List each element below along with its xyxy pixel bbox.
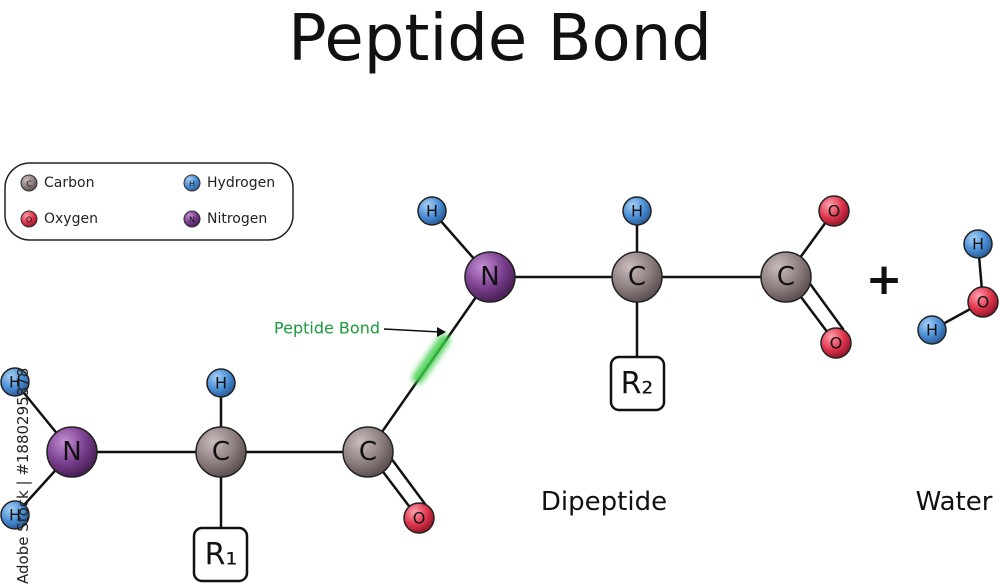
water-hydrogen-top bbox=[963, 229, 993, 259]
carbon-icon bbox=[20, 174, 38, 192]
carbon-atom-3 bbox=[611, 251, 663, 303]
stock-watermark: Adobe Stock | #1880295378 bbox=[14, 368, 32, 584]
legend: C Carbon H Hydrogen O Oxygen N Nitrogen bbox=[4, 162, 294, 241]
legend-item-oxygen: O Oxygen bbox=[20, 210, 98, 228]
legend-box bbox=[4, 162, 294, 241]
hydrogen-atom-n2 bbox=[417, 196, 447, 226]
hydrogen-atom-c3-label: H bbox=[631, 202, 643, 221]
legend-carbon-symbol: C bbox=[26, 180, 32, 189]
atoms: H H N H C C O H N H C C O O H O bbox=[0, 195, 999, 534]
water-hydrogen-bottom bbox=[917, 315, 947, 345]
hydrogen-atom-c1 bbox=[206, 368, 236, 398]
hydrogen-atom-c1-label: H bbox=[215, 374, 227, 393]
water-oxygen-label: O bbox=[977, 293, 990, 312]
oxygen-atom-bottom bbox=[820, 327, 852, 359]
r1-group: R₁ bbox=[192, 526, 249, 583]
oxygen-atom-bottom-label: O bbox=[830, 334, 843, 353]
oxygen-atom-top bbox=[818, 195, 850, 227]
r1-box bbox=[192, 526, 249, 583]
nitrogen-atom-1 bbox=[46, 426, 98, 478]
carbon-atom-4-label: C bbox=[777, 262, 795, 292]
water-hydrogen-bottom-label: H bbox=[926, 321, 938, 340]
oxygen-atom-1-label: O bbox=[413, 509, 426, 528]
water-hydrogen-top-label: H bbox=[972, 235, 984, 254]
oxygen-atom-1 bbox=[403, 502, 435, 534]
peptide-bond-arrow-line bbox=[383, 328, 441, 333]
peptide-bond-arrow-head bbox=[437, 327, 446, 337]
nitrogen-atom-1-label: N bbox=[62, 437, 81, 467]
water-oxygen bbox=[967, 286, 999, 318]
dipeptide-caption: Dipeptide bbox=[541, 487, 667, 517]
hydrogen-icon bbox=[183, 174, 201, 192]
r2-group: R₂ bbox=[609, 355, 666, 412]
legend-nitrogen-label: Nitrogen bbox=[207, 211, 267, 227]
nitrogen-icon bbox=[183, 210, 201, 228]
nitrogen-atom-2-label: N bbox=[480, 262, 499, 292]
plus-sign: + bbox=[866, 254, 903, 305]
hydrogen-atom-n1-top-label: H bbox=[9, 373, 21, 392]
legend-item-hydrogen: H Hydrogen bbox=[183, 174, 275, 192]
legend-item-nitrogen: N Nitrogen bbox=[183, 210, 267, 228]
water-caption: Water bbox=[916, 487, 993, 517]
r2-label: R₂ bbox=[621, 367, 654, 402]
legend-nitrogen-symbol: N bbox=[189, 216, 195, 225]
hydrogen-atom-n2-label: H bbox=[426, 202, 438, 221]
oxygen-icon bbox=[20, 210, 38, 228]
carbon-atom-4 bbox=[760, 251, 812, 303]
r1-label: R₁ bbox=[205, 538, 238, 573]
legend-hydrogen-symbol: H bbox=[189, 180, 195, 189]
peptide-bond-highlight bbox=[412, 334, 450, 384]
page-title: Peptide Bond bbox=[288, 2, 712, 76]
peptide-bond-annotation: Peptide Bond bbox=[274, 319, 446, 338]
hydrogen-atom-n1-top bbox=[0, 367, 30, 397]
legend-oxygen-symbol: O bbox=[26, 216, 32, 225]
legend-carbon-label: Carbon bbox=[44, 175, 94, 191]
hydrogen-atom-n1-bottom bbox=[0, 500, 30, 530]
legend-hydrogen-label: Hydrogen bbox=[207, 175, 275, 191]
r2-box bbox=[609, 355, 666, 412]
hydrogen-atom-c3 bbox=[622, 196, 652, 226]
hydrogen-atom-n1-bottom-label: H bbox=[9, 506, 21, 525]
carbon-atom-2-label: C bbox=[359, 437, 377, 467]
carbon-atom-1-label: C bbox=[212, 437, 230, 467]
legend-oxygen-label: Oxygen bbox=[44, 211, 98, 227]
carbon-atom-1 bbox=[195, 426, 247, 478]
carbon-atom-2 bbox=[342, 426, 394, 478]
carbon-atom-3-label: C bbox=[628, 262, 646, 292]
nitrogen-atom-2 bbox=[464, 251, 516, 303]
peptide-bond-label: Peptide Bond bbox=[274, 319, 380, 338]
oxygen-atom-top-label: O bbox=[828, 202, 841, 221]
legend-item-carbon: C Carbon bbox=[20, 174, 94, 192]
